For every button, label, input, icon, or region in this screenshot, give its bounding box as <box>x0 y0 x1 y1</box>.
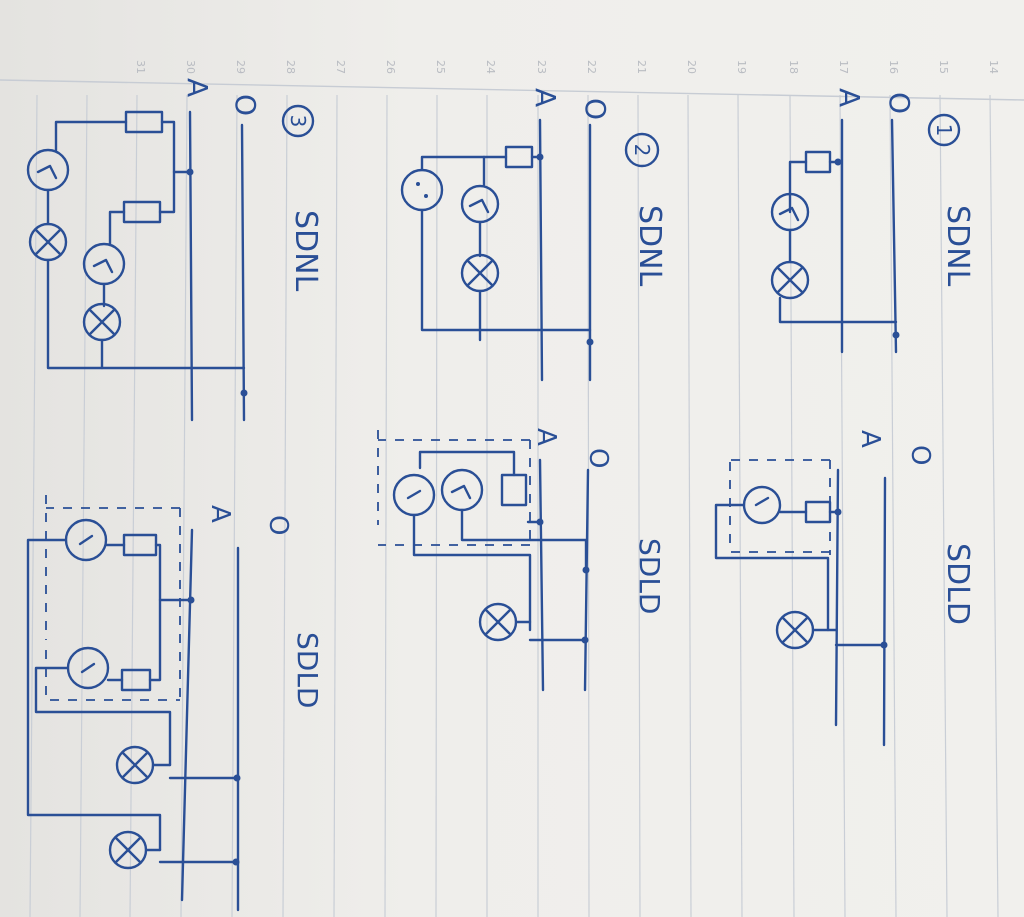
switch-icon <box>26 148 70 192</box>
diagram-1: 1 SDNL SDLD O A O A <box>714 88 975 747</box>
page-margin-line <box>0 79 1024 101</box>
diagram-3: 3 SDNL SDLD O A O A <box>26 78 324 912</box>
margin-number: 16 <box>887 60 900 74</box>
margin-number: 24 <box>484 60 497 74</box>
diagram-1-right-phase-label: A <box>855 430 885 448</box>
margin-number: 29 <box>234 60 247 74</box>
margin-number: 30 <box>184 60 197 74</box>
lamp-icon <box>770 260 810 300</box>
svg-text:1: 1 <box>932 124 956 137</box>
margin-number: 25 <box>434 60 447 74</box>
diagram-3-right-phase-label: A <box>205 505 235 523</box>
diagram-3-right-neutral-label: O <box>263 515 293 535</box>
diagram-2-number: 2 <box>624 132 660 168</box>
diagram-1-right-circuit <box>714 459 888 747</box>
ruled-lines <box>29 94 999 917</box>
diagram-3-phase-label: A <box>181 78 214 97</box>
diagram-1-number: 1 <box>927 113 961 147</box>
fuse-icon <box>804 150 832 174</box>
diagram-1-left-circuit <box>770 118 900 354</box>
diagram-1-phase-label: A <box>833 88 866 107</box>
margin-numbers: 14 15 16 17 18 19 20 21 22 23 24 25 26 2… <box>134 60 1000 74</box>
margin-number: 18 <box>787 60 800 74</box>
socket-icon <box>400 168 444 212</box>
diagram-2-right-circuit <box>377 430 590 692</box>
margin-number: 17 <box>837 60 850 74</box>
diagram-1-left-title: SDNL <box>940 205 975 287</box>
diagram-3-neutral-label: O <box>229 94 262 116</box>
margin-number: 20 <box>685 60 698 74</box>
margin-number: 23 <box>535 60 548 74</box>
diagram-1-neutral-label: O <box>883 92 916 114</box>
diagram-2-left-title: SDNL <box>632 205 667 287</box>
switch-icon <box>440 468 484 512</box>
diagram-3-right-circuit <box>26 495 241 912</box>
socket-icon <box>742 485 782 525</box>
margin-number: 28 <box>284 60 297 74</box>
margin-number: 19 <box>735 60 748 74</box>
diagram-2-right-phase-label: A <box>531 428 561 446</box>
switch-icon <box>82 242 126 286</box>
diagram-1-right-title: SDLD <box>940 543 975 625</box>
margin-number: 14 <box>987 60 1000 74</box>
diagram-3-left-circuit <box>26 110 248 422</box>
diagram-2-right-neutral-label: O <box>583 448 613 468</box>
diagram-2-phase-label: A <box>529 88 562 107</box>
diagram-3-right-title: SDLD <box>291 632 324 709</box>
diagram-2-right-title: SDLD <box>633 538 666 615</box>
margin-number: 26 <box>384 60 397 74</box>
margin-number: 21 <box>635 60 648 74</box>
svg-text:2: 2 <box>630 144 654 157</box>
margin-number: 27 <box>334 60 347 74</box>
diagram-3-number: 3 <box>281 104 315 138</box>
diagram-3-left-title: SDNL <box>288 210 323 292</box>
diagram-2: 2 SDNL SDLD O A O A <box>377 88 667 692</box>
margin-number: 15 <box>937 60 950 74</box>
switch-icon <box>460 184 500 224</box>
diagram-1-right-neutral-label: O <box>905 445 935 465</box>
margin-number: 22 <box>585 60 598 74</box>
svg-text:3: 3 <box>286 115 310 128</box>
diagram-2-left-circuit <box>400 118 594 382</box>
margin-number: 31 <box>134 60 147 74</box>
diagram-2-neutral-label: O <box>579 98 612 120</box>
